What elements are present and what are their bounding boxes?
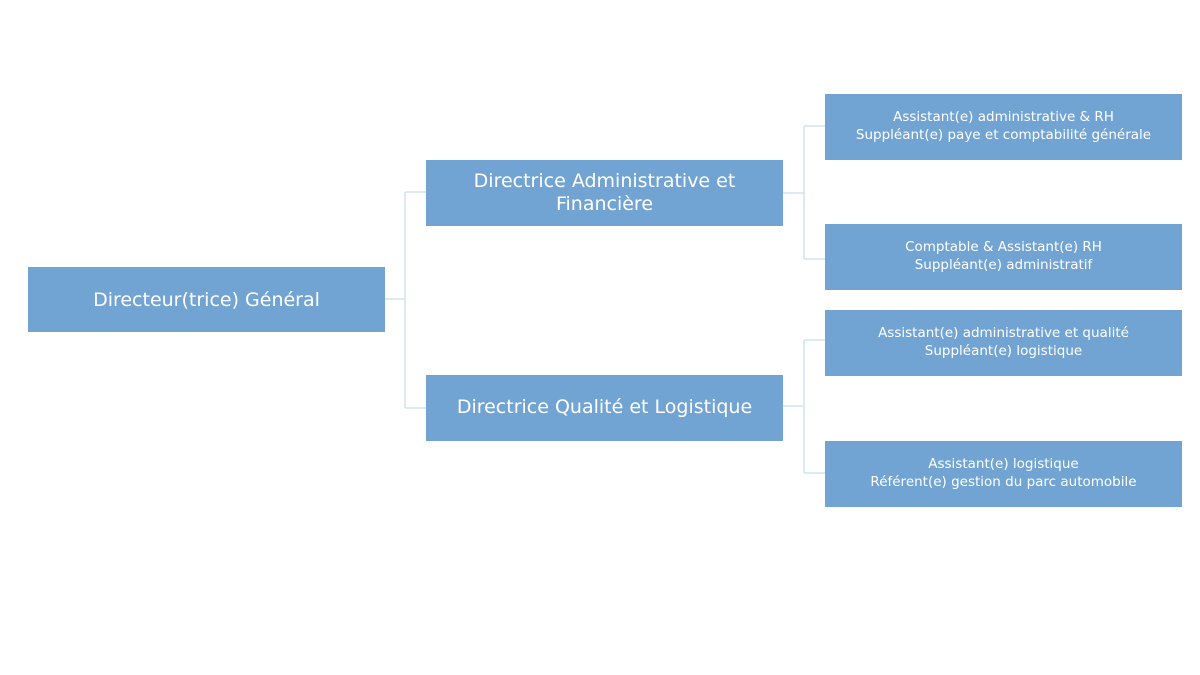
- node-director-general-label: Directeur(trice) Général: [93, 288, 320, 311]
- node-accountant-hr-assistant-line1: Comptable & Assistant(e) RH: [905, 239, 1102, 256]
- connector-group: [385, 125, 825, 474]
- node-admin-finance-director-label: Directrice Administrative et Financière: [473, 169, 736, 215]
- node-quality-logistics-director: Directrice Qualité et Logistique: [426, 375, 783, 441]
- connector-root-to-branches: [385, 191, 426, 409]
- node-admin-hr-assistant-line2: Suppléant(e) paye et comptabilité généra…: [855, 127, 1152, 143]
- connector-branch1-to-children: [782, 125, 825, 260]
- node-logistics-assistant-line2: Référent(e) gestion du parc automobile: [870, 474, 1137, 490]
- connector-branch2-to-children: [782, 339, 825, 474]
- node-admin-quality-assistant-line1: Assistant(e) administrative et qualité: [878, 325, 1129, 342]
- node-logistics-assistant: Assistant(e) logistique Référent(e) gest…: [825, 441, 1182, 507]
- node-logistics-assistant-line1: Assistant(e) logistique: [928, 456, 1079, 473]
- node-admin-hr-assistant-line1: Assistant(e) administrative & RH: [893, 109, 1114, 126]
- node-admin-quality-assistant-line2: Suppléant(e) logistique: [924, 343, 1083, 359]
- node-admin-hr-assistant: Assistant(e) administrative & RH Suppléa…: [825, 94, 1182, 160]
- node-quality-logistics-director-label: Directrice Qualité et Logistique: [456, 396, 753, 419]
- node-accountant-hr-assistant-line2: Suppléant(e) administratif: [914, 257, 1093, 273]
- node-accountant-hr-assistant: Comptable & Assistant(e) RH Suppléant(e)…: [825, 224, 1182, 290]
- node-director-general: Directeur(trice) Général: [28, 267, 385, 332]
- node-admin-finance-director: Directrice Administrative et Financière: [426, 160, 783, 226]
- node-admin-quality-assistant: Assistant(e) administrative et qualité S…: [825, 310, 1182, 376]
